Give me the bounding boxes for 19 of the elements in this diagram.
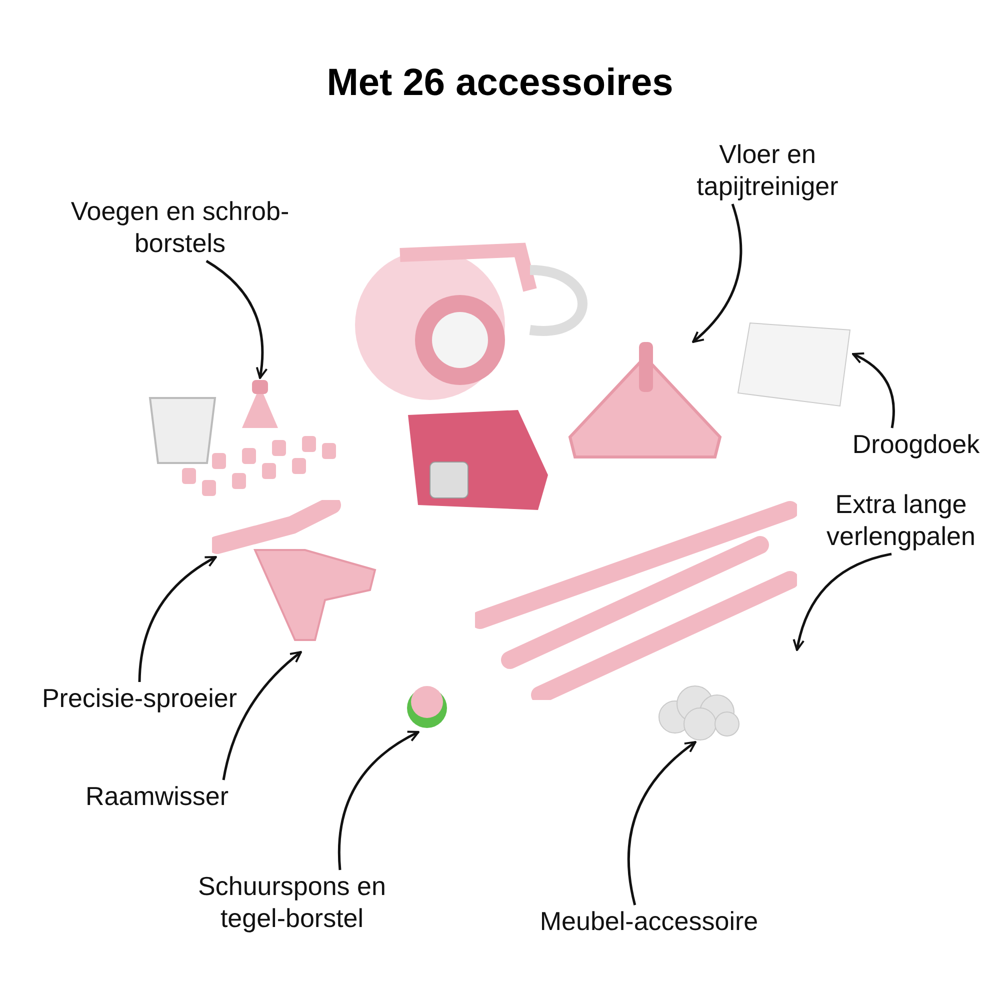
curved-arrow — [692, 204, 742, 343]
callout-label: Raamwisser — [62, 780, 252, 816]
title: Met 26 accessoires — [326, 62, 674, 105]
curved-arrow — [338, 730, 420, 870]
curved-arrow — [222, 651, 302, 780]
callout-label: Vloer en tapijtreiniger — [680, 138, 855, 204]
curved-arrow — [852, 352, 895, 428]
curved-arrow — [206, 260, 268, 379]
extension-poles-drawing — [475, 500, 797, 700]
callout-label: Schuurspons en tegel-borstel — [172, 870, 412, 938]
callout-label: Extra lange verlengpalen — [806, 488, 996, 554]
curved-arrow — [793, 552, 892, 651]
curved-arrow — [138, 556, 217, 682]
callout-label: Voegen en schrob-borstels — [70, 195, 290, 261]
callout-label: Droogdoek — [836, 428, 996, 464]
precision-nozzle-drawing — [212, 500, 342, 557]
curved-arrow — [627, 741, 696, 906]
callout-label: Precisie-sproeier — [12, 682, 267, 718]
callout-label: Meubel-accessoire — [508, 905, 790, 941]
